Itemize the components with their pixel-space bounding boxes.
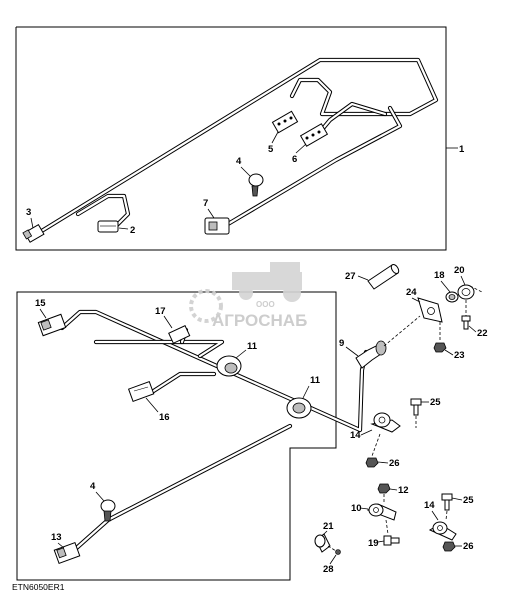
callout-22: 22 bbox=[477, 328, 488, 339]
callout-18: 18 bbox=[434, 270, 445, 281]
connector-13 bbox=[53, 542, 81, 564]
grommet-11-b bbox=[286, 397, 312, 419]
connector-7 bbox=[204, 217, 230, 235]
callout-19: 19 bbox=[368, 538, 379, 549]
connector-6 bbox=[299, 123, 329, 147]
bolt-25-b bbox=[441, 493, 453, 511]
callout-10: 10 bbox=[351, 503, 362, 514]
callout-6: 6 bbox=[292, 154, 297, 165]
callout-26-b: 26 bbox=[463, 541, 474, 552]
callout-1: 1 bbox=[459, 144, 465, 155]
callout-21: 21 bbox=[323, 521, 334, 532]
bracket-24 bbox=[417, 297, 443, 323]
callout-3: 3 bbox=[26, 207, 31, 218]
top-panel-frame bbox=[15, 26, 447, 251]
connector-5 bbox=[271, 110, 299, 134]
clamp-14-b bbox=[428, 521, 457, 541]
connector-3 bbox=[22, 223, 45, 243]
clamp-10 bbox=[366, 503, 397, 521]
callout-4-bottom: 4 bbox=[90, 481, 96, 492]
bottom-panel-frame bbox=[16, 291, 337, 581]
nut-26-b bbox=[442, 541, 456, 552]
callout-24: 24 bbox=[406, 287, 417, 298]
nut-26-a bbox=[365, 457, 379, 468]
callout-12: 12 bbox=[398, 485, 409, 496]
nut-18 bbox=[445, 291, 459, 303]
callout-23: 23 bbox=[454, 350, 465, 361]
callout-14-b: 14 bbox=[424, 500, 435, 511]
nut-12 bbox=[377, 483, 391, 494]
watermark-brand: АГРОСНАБ bbox=[212, 311, 307, 330]
callout-9: 9 bbox=[339, 338, 344, 349]
callout-25-a: 25 bbox=[430, 397, 441, 408]
clip-4-top bbox=[248, 173, 264, 197]
watermark-logo: ООО АГРОСНАБ bbox=[189, 262, 307, 330]
callout-4-top: 4 bbox=[236, 156, 242, 167]
connector-17 bbox=[168, 325, 191, 344]
bottom-panel: ООО АГРОСНАБ bbox=[16, 262, 387, 581]
bolt-25-a bbox=[410, 398, 422, 416]
diagram-reference: ETN6050ER1 bbox=[12, 582, 65, 592]
top-panel: 1 2 3 4 5 6 7 bbox=[15, 26, 465, 251]
callout-2: 2 bbox=[130, 225, 135, 236]
watermark-small: ООО bbox=[256, 300, 275, 309]
bolt-19 bbox=[383, 535, 400, 546]
callout-7: 7 bbox=[203, 198, 208, 209]
callout-25-b: 25 bbox=[463, 495, 474, 506]
washer-20 bbox=[457, 284, 475, 300]
callout-26-a: 26 bbox=[389, 458, 400, 469]
clamp-14-a bbox=[370, 412, 401, 433]
grommet-11-a bbox=[216, 355, 242, 377]
nut-23 bbox=[433, 342, 447, 353]
tube-27 bbox=[367, 263, 400, 290]
elbow-9 bbox=[355, 340, 387, 369]
loose-parts: 27 24 18 20 22 bbox=[314, 263, 488, 575]
callout-13: 13 bbox=[51, 532, 62, 543]
harness-1-wires bbox=[37, 57, 439, 235]
connector-2 bbox=[97, 220, 119, 233]
callout-14-a: 14 bbox=[350, 430, 361, 441]
connector-15 bbox=[37, 313, 67, 337]
clip-21 bbox=[314, 533, 331, 553]
clip-4-bottom bbox=[100, 499, 116, 522]
connector-16 bbox=[127, 380, 155, 402]
callout-16: 16 bbox=[159, 412, 170, 423]
bolt-22 bbox=[461, 315, 471, 330]
callout-15: 15 bbox=[35, 298, 46, 309]
callout-20: 20 bbox=[454, 265, 465, 276]
callout-27: 27 bbox=[345, 271, 356, 282]
callout-11-b: 11 bbox=[310, 375, 321, 386]
callout-5: 5 bbox=[268, 144, 274, 155]
callout-11-a: 11 bbox=[247, 341, 258, 352]
callout-17: 17 bbox=[155, 306, 166, 317]
fastener-28 bbox=[335, 549, 341, 555]
callout-28: 28 bbox=[323, 564, 334, 575]
